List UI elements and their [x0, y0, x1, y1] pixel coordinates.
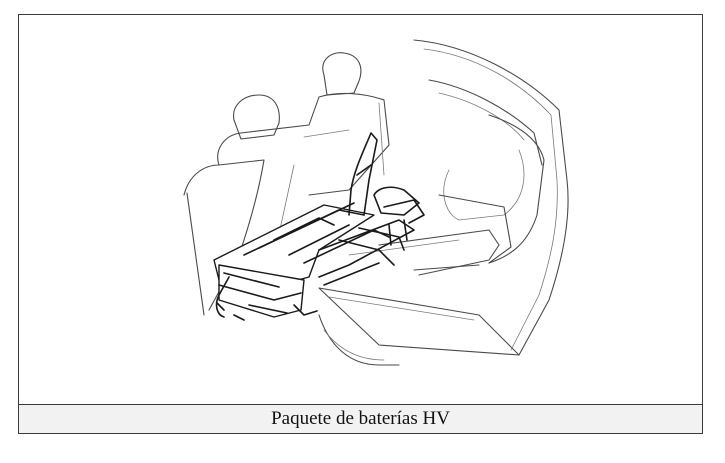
rear-seat — [183, 52, 390, 316]
figure-frame: Paquete de baterías HV — [18, 14, 703, 434]
caption-text: Paquete de baterías HV — [271, 408, 450, 429]
hv-battery-pack — [213, 132, 425, 321]
car-body-outline — [318, 39, 569, 366]
figure-caption: Paquete de baterías HV — [19, 404, 702, 433]
vehicle-illustration — [183, 39, 569, 366]
